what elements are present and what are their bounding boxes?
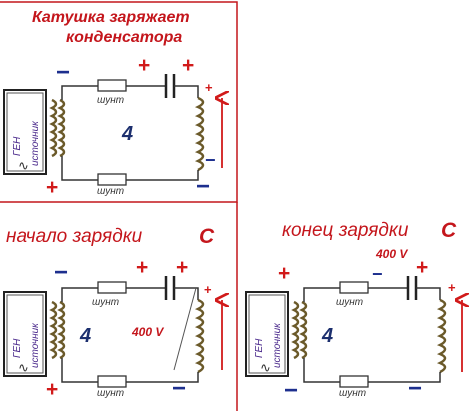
caption-end: конец зарядки: [282, 220, 409, 241]
caption-start: начало зарядки: [6, 226, 143, 247]
source-label-источник: источник: [30, 322, 41, 368]
minus-sign: −: [284, 377, 298, 404]
top-panel-frame: [0, 1, 238, 203]
minus-sign: −: [372, 264, 383, 284]
plus-sign: +: [278, 262, 290, 285]
plus-sign: +: [46, 176, 58, 199]
plus-sign: +: [176, 256, 188, 279]
plus-sign: +: [46, 378, 58, 401]
minus-sign: −: [56, 59, 70, 86]
shunt-label: шунт: [339, 388, 366, 399]
shunt-label: шунт: [97, 388, 124, 399]
caption-end-c: C: [441, 219, 457, 242]
minus-sign: −: [196, 173, 210, 200]
caption-start-text: начало зарядки: [6, 226, 143, 247]
circuit-number: 4: [79, 325, 91, 347]
plus-sign: +: [204, 282, 212, 297]
title-line-1: Катушка заряжает: [32, 9, 190, 26]
sine-icon: ∿: [260, 360, 271, 375]
circuit-end: ГЕН источник ∿ шунт шунт 4 400 V + − + +…: [244, 247, 462, 404]
sine-icon: ∿: [18, 158, 29, 173]
minus-sign: −: [54, 259, 68, 286]
minus-sign: −: [408, 375, 422, 402]
title-line-2: конденсатора: [66, 29, 182, 46]
shunt-label: шунт: [92, 297, 119, 308]
circuit-number: 4: [121, 123, 133, 145]
minus-sign: −: [172, 375, 186, 402]
source-label-ген: ГЕН: [254, 338, 265, 358]
source-label-источник: источник: [272, 322, 283, 368]
circuit-top: ГЕН источник ∿ шунт шунт 4 + + + − − − +: [2, 54, 222, 200]
shunt-label: шунт: [97, 186, 124, 197]
plus-sign: +: [182, 54, 194, 77]
shunt-label: шунт: [97, 95, 124, 106]
plus-sign: +: [416, 256, 428, 279]
plus-sign: +: [205, 80, 213, 95]
plus-sign: +: [448, 280, 456, 295]
caption-start-c: C: [199, 225, 215, 248]
circuit-start: ГЕН источник ∿ шунт шунт 4 + + + − − + 4…: [2, 256, 222, 402]
source-label-источник: источник: [30, 120, 41, 166]
source-label-ген: ГЕН: [12, 338, 23, 358]
sine-icon: ∿: [18, 360, 29, 375]
plus-sign: +: [138, 54, 150, 77]
minus-sign: −: [205, 150, 216, 170]
source-label-ген: ГЕН: [12, 136, 23, 156]
voltage-label: 400 V: [131, 325, 164, 339]
shunt-label: шунт: [336, 297, 363, 308]
caption-end-text: конец зарядки: [282, 220, 409, 241]
diagram-title: Катушка заряжает конденсатора: [32, 9, 194, 46]
voltage-label: 400 V: [375, 247, 408, 261]
circuit-number: 4: [321, 325, 333, 347]
plus-sign: +: [136, 256, 148, 279]
voltage-indicator-line: [173, 287, 197, 371]
